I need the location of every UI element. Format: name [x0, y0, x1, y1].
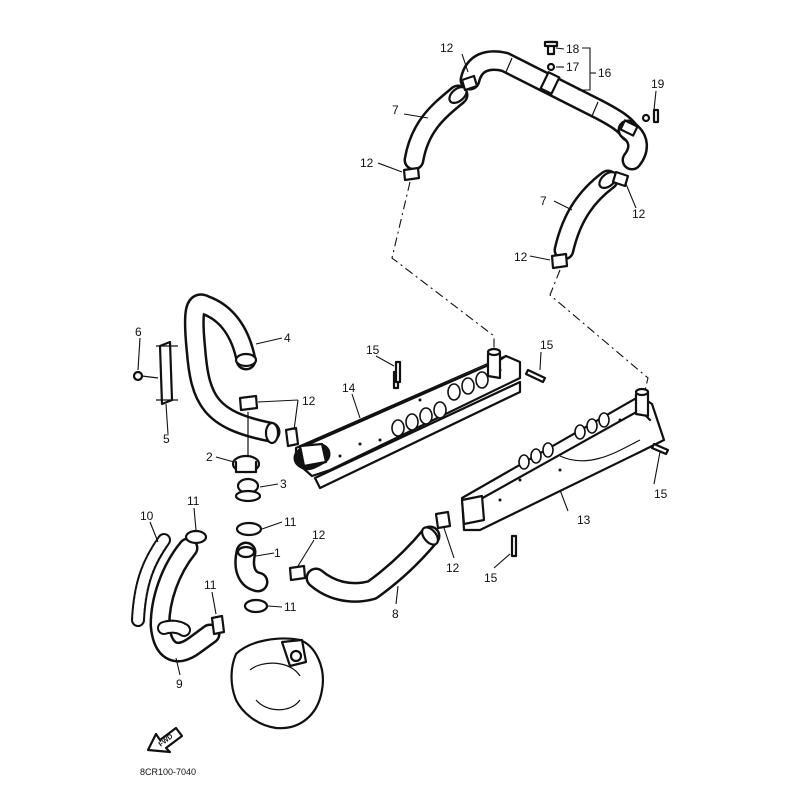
callout-8: 8	[392, 607, 399, 621]
hose-4	[183, 293, 281, 445]
fwd-arrow-icon: FWD	[146, 726, 184, 754]
callout-11: 11	[187, 494, 200, 508]
corrugated-hose-10	[131, 533, 171, 627]
hose-8	[305, 525, 441, 603]
heat-exchanger-13	[460, 387, 670, 558]
callout-9: 9	[176, 677, 183, 691]
cross-pipe-assembly	[459, 40, 648, 171]
callout-6: 6	[135, 325, 142, 339]
hose-7-left	[403, 84, 469, 171]
callout-11: 11	[284, 515, 297, 529]
hose-9	[149, 537, 221, 663]
callout-4: 4	[284, 331, 291, 345]
callout-5: 5	[163, 432, 170, 446]
callout-11: 11	[204, 578, 217, 592]
callout-7: 7	[392, 103, 399, 117]
leader-lines	[137, 47, 661, 676]
callout-18: 18	[566, 42, 580, 56]
hose-1	[234, 541, 269, 593]
hose-7-right	[553, 169, 619, 261]
thermostat-assembly	[231, 412, 262, 503]
clamp-12-group	[238, 74, 630, 582]
callout-15: 15	[540, 338, 554, 352]
callout-17: 17	[566, 60, 580, 74]
callout-12: 12	[446, 561, 460, 575]
callout-10: 10	[140, 509, 154, 523]
heat-exchanger-14	[293, 347, 547, 490]
callouts: 12 18 17 16 19 7 12 7 12 12 4 6 15 15 14…	[135, 41, 668, 691]
callout-15: 15	[654, 487, 668, 501]
fasteners	[394, 108, 660, 384]
callout-12: 12	[360, 156, 374, 170]
callout-3: 3	[280, 477, 287, 491]
callout-15: 15	[484, 571, 498, 585]
drawing-code: 8CR100-7040	[140, 767, 196, 777]
bracket-5	[132, 340, 178, 406]
callout-1: 1	[274, 546, 281, 560]
callout-12: 12	[514, 250, 528, 264]
callout-12: 12	[312, 528, 326, 542]
callout-2: 2	[206, 450, 213, 464]
connection-lines	[391, 181, 649, 395]
callout-12: 12	[440, 41, 454, 55]
callout-19: 19	[651, 77, 665, 91]
callout-11: 11	[284, 600, 297, 614]
callout-13: 13	[577, 513, 591, 527]
engine-housing	[230, 637, 324, 730]
callout-12: 12	[302, 394, 316, 408]
callout-14: 14	[342, 381, 356, 395]
callout-16: 16	[598, 66, 612, 80]
callout-12: 12	[632, 207, 646, 221]
clamp-11-group	[184, 521, 269, 636]
callout-7: 7	[540, 194, 547, 208]
callout-15: 15	[366, 343, 380, 357]
